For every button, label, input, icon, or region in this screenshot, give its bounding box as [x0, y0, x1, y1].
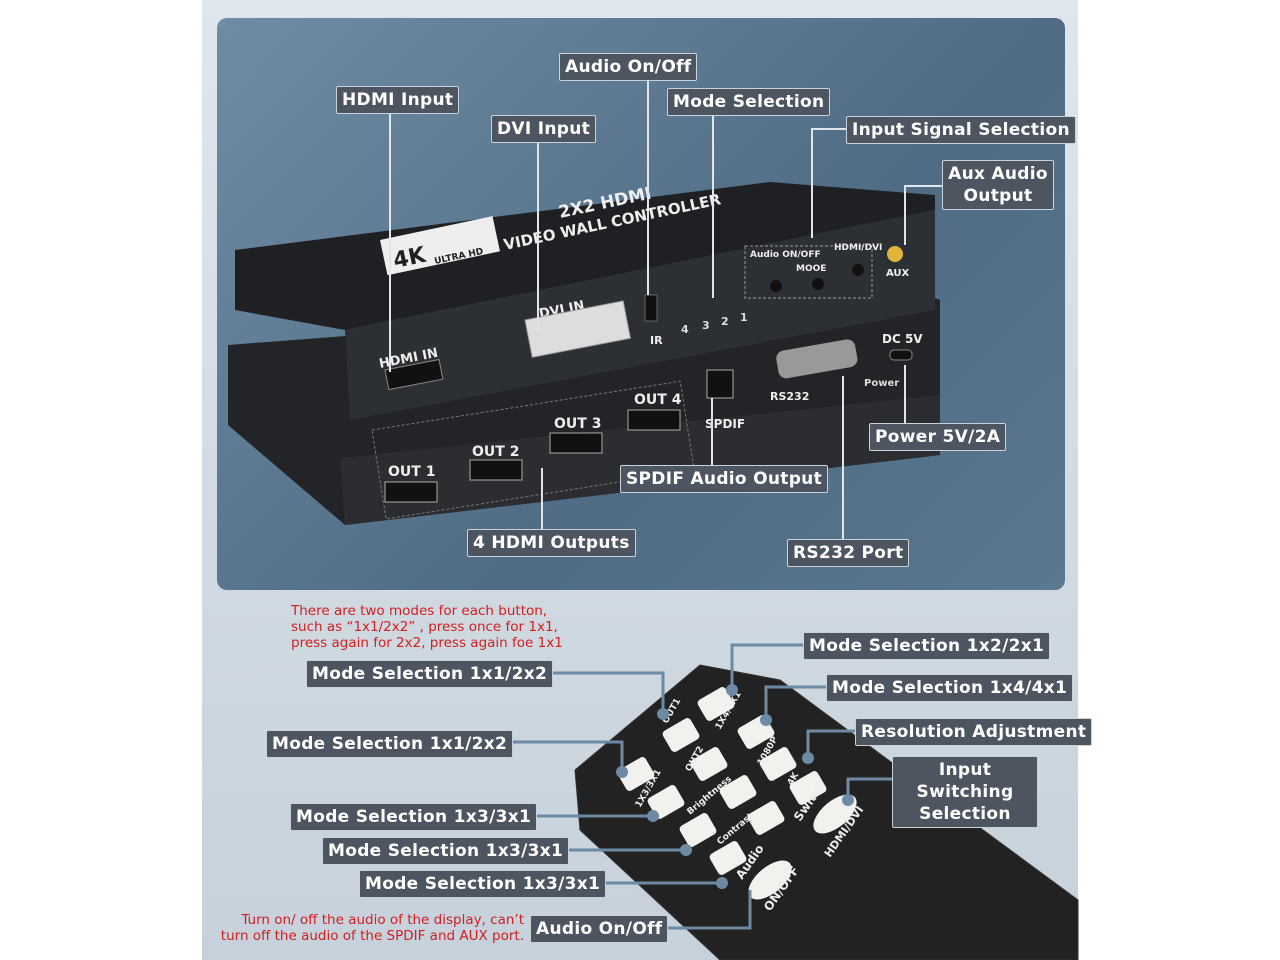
label-aux-audio-output: Aux Audio Output: [942, 160, 1054, 210]
callout-dots: [616, 684, 854, 889]
mode-button: [812, 278, 824, 290]
illustration-shape: [535, 671, 665, 712]
front-unit-face: [345, 210, 935, 420]
rs232-port: [776, 339, 858, 379]
dc-text: DC 5V: [882, 332, 923, 346]
device-label: 4: [681, 323, 689, 336]
illustration-shape: [495, 740, 624, 770]
label-mode-1x2: Mode Selection 1x2/2x1: [803, 632, 1051, 660]
hdmi-in-port: [384, 358, 444, 391]
rs232-text: RS232: [770, 390, 809, 403]
dc-port: [889, 349, 913, 361]
illustration-shape: [709, 841, 747, 875]
ir-text: IR: [650, 334, 663, 347]
illustration-shape: [730, 643, 803, 688]
rear-unit-face: [340, 395, 940, 525]
label-hdmi-outputs: 4 HDMI Outputs: [467, 529, 636, 557]
audio-btn-text: Audio ON/OFF: [750, 250, 821, 260]
device-label: OUT 4: [634, 392, 682, 408]
label-mode-1x3-b: Mode Selection 1x3/3x1: [322, 837, 570, 865]
callout-lines: [389, 80, 942, 539]
hdmi-outputs: OUT 1 OUT 2 OUT 3 OUT 4: [384, 392, 682, 503]
label-dvi-input: DVI Input: [491, 115, 597, 143]
illustration-shape: [726, 684, 738, 696]
illustration-shape: [789, 771, 827, 805]
label-hdmi-input: HDMI Input: [336, 86, 460, 114]
label-input-signal-selection: Input Signal Selection: [846, 116, 1076, 144]
illustration-shape: [657, 708, 669, 720]
illustration-shape: [806, 729, 855, 757]
aux-text: AUX: [886, 268, 910, 279]
label-resolution: Resolution Adjustment: [855, 718, 1093, 746]
audio-button: [770, 280, 782, 292]
illustration-shape: [802, 752, 814, 764]
label-rs232-port: RS232 Port: [787, 539, 910, 567]
label-mode-1x4: Mode Selection 1x4/4x1: [826, 674, 1074, 702]
illustration-shape: [716, 877, 728, 889]
illustration-shape: [747, 801, 785, 835]
illustration-shape: [760, 714, 772, 726]
illustration-shape: [660, 890, 752, 930]
outputs-group: [371, 380, 695, 520]
label-audio-onoff-remote: Audio On/Off: [530, 915, 669, 943]
illustration-shape: [627, 409, 681, 431]
illustration-shape: [549, 432, 603, 454]
illustration-shape: [748, 860, 792, 900]
note-audio: Turn on/ off the audio of the display, c…: [220, 912, 524, 944]
device-label: 1: [740, 311, 748, 324]
label-audio-onoff: Audio On/Off: [559, 53, 698, 81]
label-spdif-output: SPDIF Audio Output: [620, 465, 829, 493]
illustration-shape: [764, 685, 826, 718]
illustration-shape: [842, 794, 854, 806]
device-label: OUT 3: [554, 416, 601, 432]
label-mode-1x3-a: Mode Selection 1x3/3x1: [290, 803, 538, 831]
illustration-shape: [617, 757, 655, 791]
dvi-port: [524, 300, 631, 358]
illustration-shape: [384, 481, 438, 503]
remote-callout-lines: [495, 643, 892, 930]
spdif-text: SPDIF: [705, 417, 745, 431]
illustration-shape: [469, 459, 523, 481]
illustration-shape: [697, 687, 735, 721]
device-label: OUT 1: [388, 464, 435, 480]
power-text: Power: [864, 378, 899, 389]
remote-buttons: [617, 687, 857, 900]
mode-btn-text: MOOE: [796, 264, 826, 274]
label-mode-1x3-c: Mode Selection 1x3/3x1: [359, 870, 607, 898]
illustration-shape: [904, 185, 942, 245]
illustration-shape: [846, 777, 892, 800]
front-unit-top: [235, 182, 935, 330]
illustration-shape: [759, 747, 797, 781]
illustration-shape: [811, 128, 846, 238]
illustration-shape: [679, 813, 717, 847]
device-label: 3: [702, 319, 710, 332]
device-label: 2: [721, 315, 729, 328]
label-mode-1x1-b: Mode Selection 1x1/2x2: [266, 730, 514, 758]
label-input-switching: Input Switching Selection: [892, 756, 1038, 828]
label-mode-1x1-a: Mode Selection 1x1/2x2: [306, 660, 554, 688]
input-btn-text: HDMI/DVI: [834, 243, 882, 253]
label-power: Power 5V/2A: [869, 423, 1007, 451]
spdif-port: [706, 369, 734, 399]
aux-jack: [887, 246, 903, 262]
device-label: OUT 2: [472, 444, 519, 460]
label-mode-selection: Mode Selection: [667, 88, 831, 116]
button-group: [744, 245, 873, 299]
illustration-shape: [680, 844, 692, 856]
illustration-shape: [616, 766, 628, 778]
ir-window: [644, 294, 658, 322]
mode-leds: 4 3 2 1: [681, 311, 748, 336]
note-modes: There are two modes for each button,such…: [291, 603, 563, 651]
illustration-shape: [690, 747, 728, 781]
input-button: [852, 264, 864, 276]
illustration-shape: [662, 718, 700, 752]
4k-badge: [380, 216, 500, 276]
illustration-shape: [719, 775, 757, 809]
illustration-shape: [647, 785, 685, 819]
illustration-shape: [647, 810, 659, 822]
